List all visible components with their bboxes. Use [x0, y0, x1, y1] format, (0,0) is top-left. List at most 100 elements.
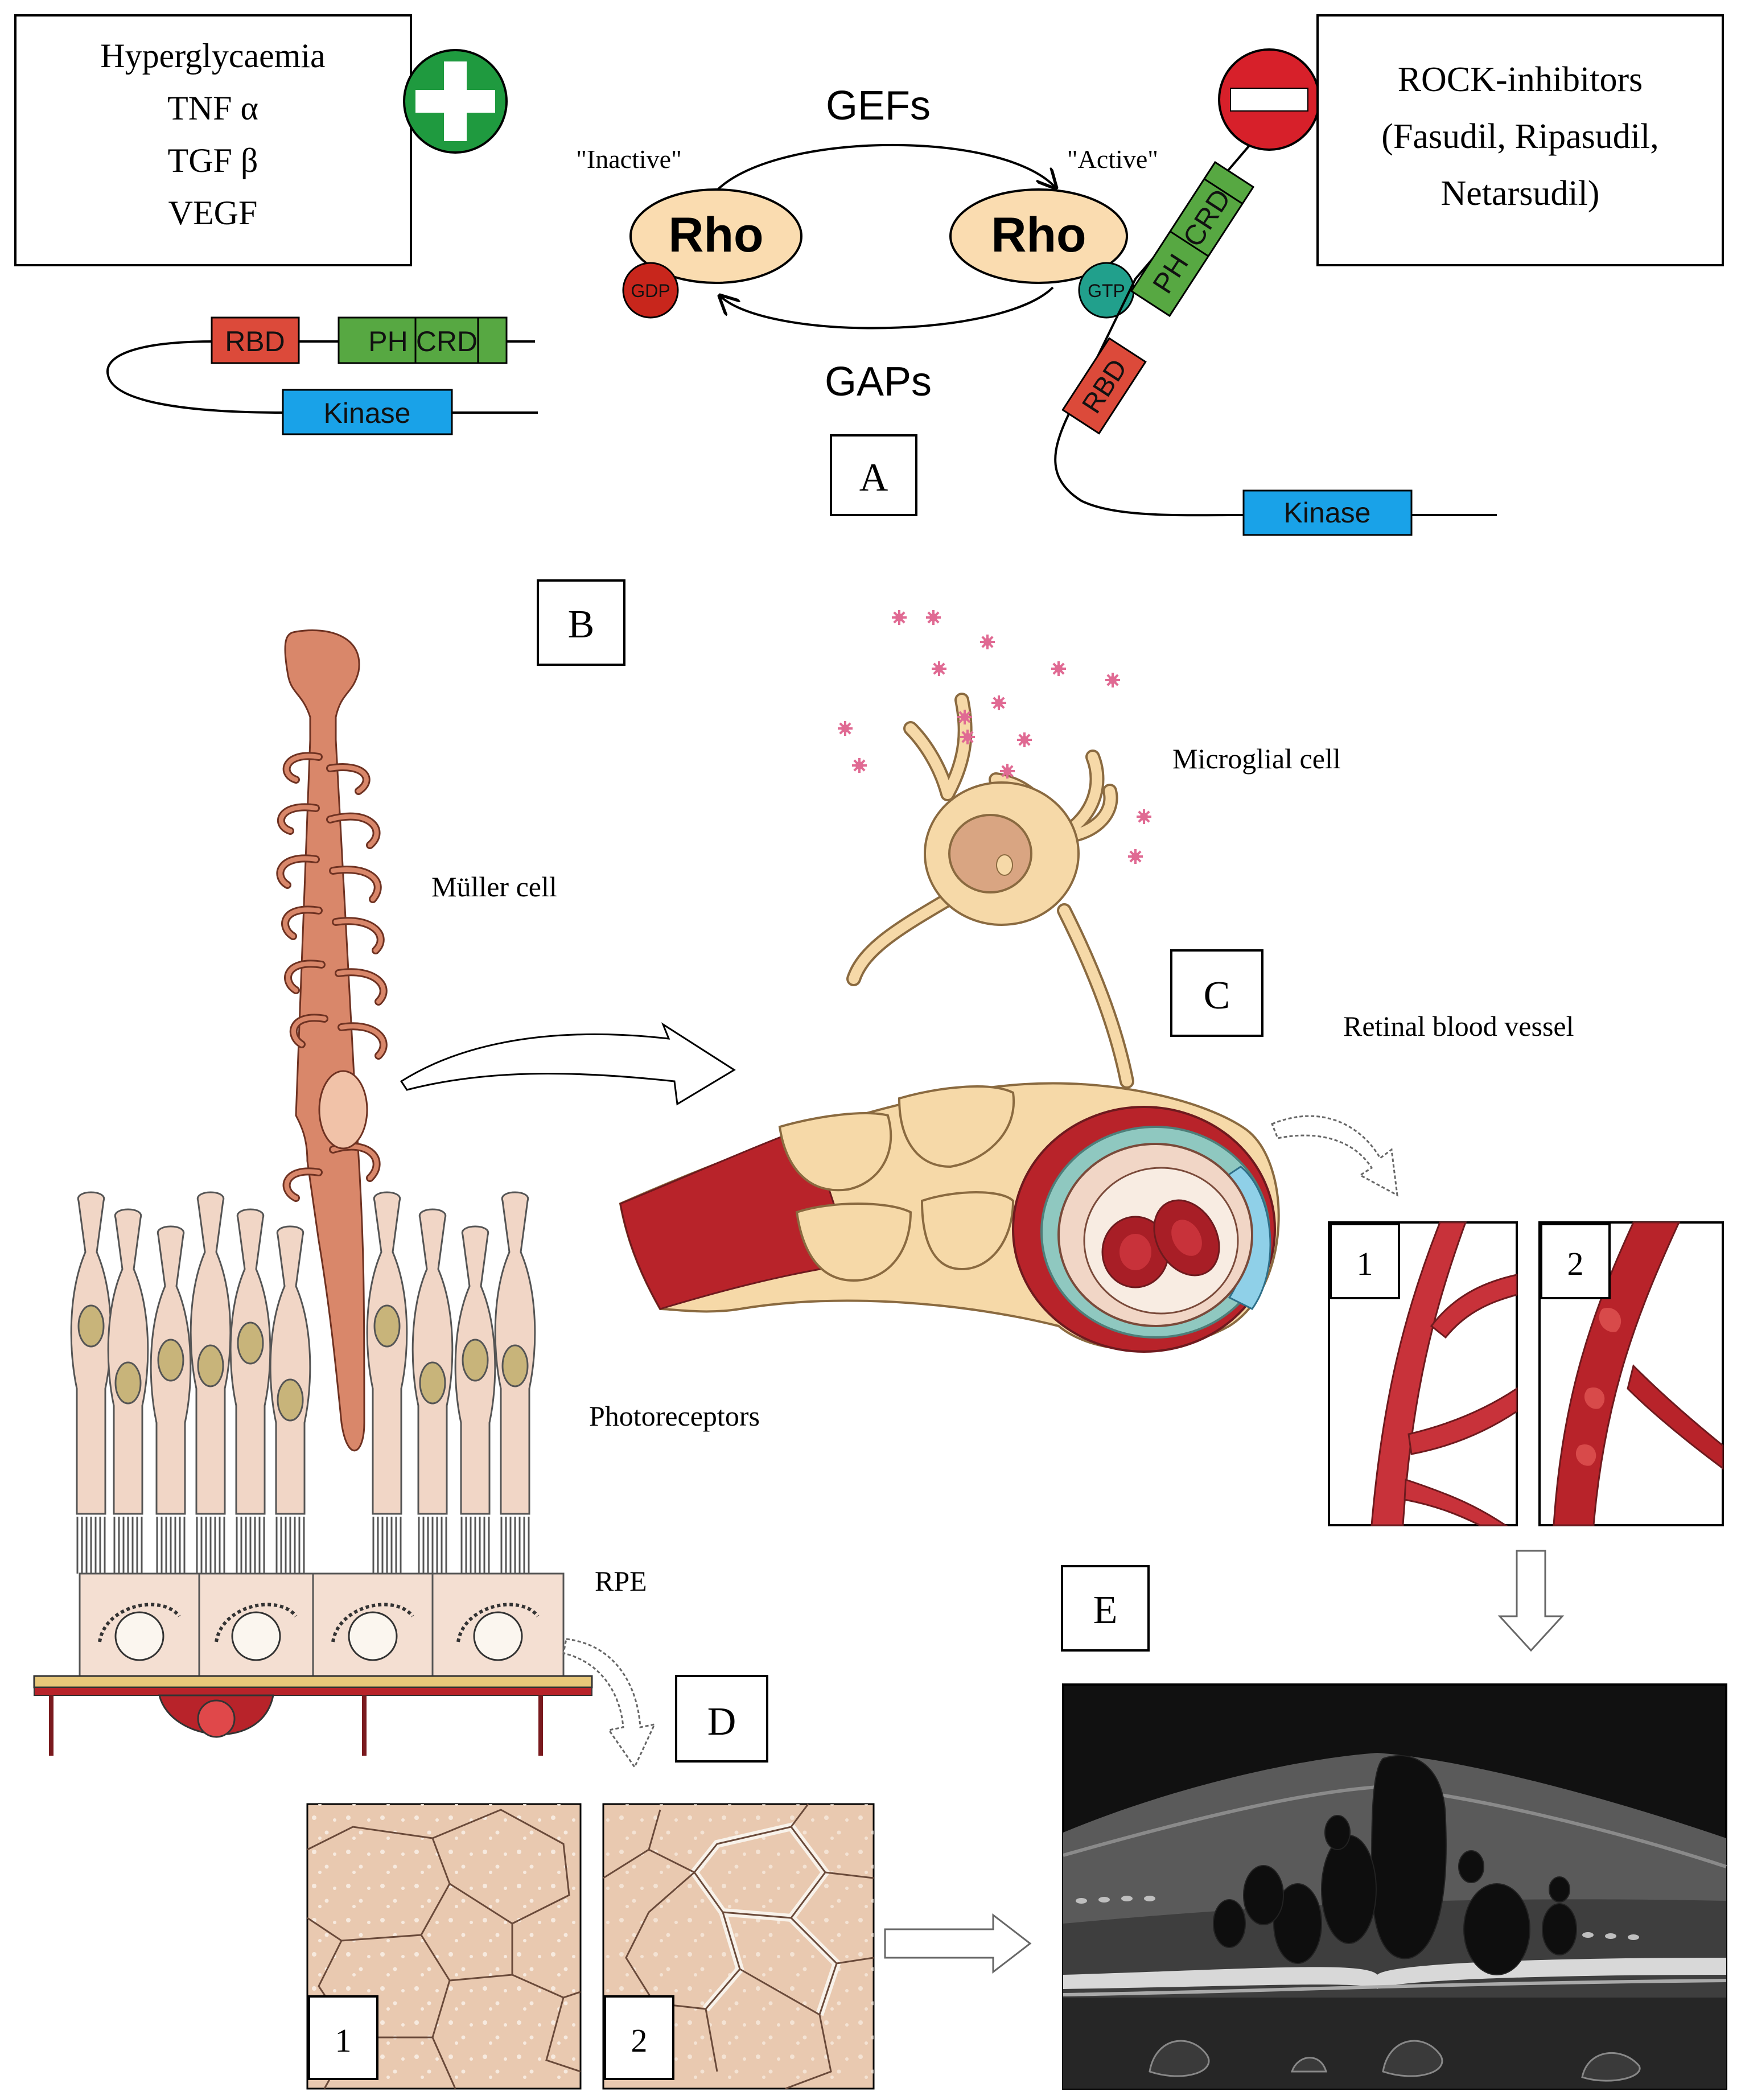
photoreceptor-cell	[411, 1208, 454, 1574]
rock-inactive-structure: RBD PH CRD Kinase	[106, 316, 538, 435]
muller-cell-label: Müller cell	[431, 871, 557, 903]
rpe-inset-1-label: 1	[335, 2022, 352, 2059]
muller-nucleus	[318, 1070, 368, 1150]
cytokine-particle	[1137, 809, 1151, 824]
arrow-rpe-to-d	[562, 1638, 656, 1769]
cytokine-particle	[852, 758, 867, 773]
svg-text:B: B	[568, 603, 595, 647]
rpe-inset-1: 1	[306, 1803, 582, 2090]
inhibitor-line-1: ROCK-inhibitors	[1398, 60, 1643, 99]
rho-active-label: Rho	[991, 208, 1086, 262]
inhibitor-line-2: (Fasudil, Ripasudil,	[1381, 117, 1658, 156]
crd-label-inactive: CRD	[416, 326, 478, 357]
photoreceptor-cell	[366, 1191, 408, 1574]
oct-choroid-vessels	[1149, 2040, 1641, 2082]
active-label: "Active"	[1067, 145, 1158, 174]
rho-inactive	[629, 188, 802, 284]
gefs-label: GEFs	[826, 83, 931, 129]
microglia-nucleus	[948, 814, 1032, 893]
cytokine-particle	[1105, 673, 1120, 687]
microglial-cell-label: Microglial cell	[1172, 743, 1341, 775]
kinase-label-inactive: Kinase	[324, 397, 411, 429]
rbd-label-inactive: RBD	[225, 326, 285, 357]
photoreceptor-cell	[229, 1208, 271, 1574]
photoreceptor-cell	[269, 1225, 311, 1574]
gdp-badge	[622, 262, 679, 319]
gtp-label: GTP	[1088, 281, 1125, 301]
svg-text:C: C	[1204, 974, 1230, 1018]
rho-active	[949, 188, 1128, 284]
panel-label-d: D	[675, 1675, 768, 1763]
rpe-layer	[33, 1572, 593, 1756]
vessel-inset-2: 2	[1538, 1221, 1724, 1526]
photoreceptor-cell	[150, 1225, 192, 1574]
oct-exudates	[1076, 1896, 1639, 1940]
microglial-cell	[846, 693, 1134, 1089]
panel-label-e: E	[1061, 1565, 1150, 1652]
svg-text:A: A	[859, 456, 888, 500]
stimuli-box: Hyperglycaemia TNF α TGF β VEGF	[14, 14, 412, 266]
cytokine-particle	[991, 695, 1006, 710]
photoreceptor-cell	[70, 1191, 112, 1574]
stimulus-hyperglycaemia: Hyperglycaemia	[100, 37, 325, 75]
cytokine-particle	[1000, 764, 1015, 779]
rpe-cell-nucleus	[215, 1603, 298, 1661]
photoreceptor-cell	[107, 1208, 149, 1574]
rho-cycle: GEFs GAPs "Inactive" "Active" Rho GDP Rh…	[576, 83, 1158, 405]
cytokine-particle	[957, 710, 972, 724]
rpe-label: RPE	[595, 1565, 647, 1597]
photoreceptor-cell	[190, 1191, 232, 1574]
kinase-domain-inactive	[282, 389, 453, 435]
vessel-inset-1-label: 1	[1357, 1245, 1373, 1282]
rpe-inset-2: 2	[602, 1803, 875, 2090]
vessel-inset-1: 1	[1328, 1221, 1518, 1526]
arrow-b-to-c	[400, 1022, 736, 1106]
plus-icon	[403, 49, 508, 154]
cytokine-particle	[838, 721, 853, 736]
rpe-cell-nucleus	[98, 1603, 181, 1661]
panel-label-a: A	[830, 434, 917, 516]
cytokine-particles	[838, 610, 1151, 864]
inactive-label: "Inactive"	[576, 145, 682, 174]
oct-cysts	[1213, 1755, 1577, 1975]
arrow-d-to-e	[884, 1913, 1032, 1974]
minus-icon	[1218, 48, 1320, 151]
oct-scan	[1062, 1683, 1727, 2090]
rpe-cell-nucleus	[331, 1603, 414, 1661]
stimulus-tgf: TGF β	[168, 142, 258, 179]
rpe-inset-2-label: 2	[631, 2022, 648, 2059]
rbd-domain-active	[1061, 337, 1147, 435]
gaps-label: GAPs	[825, 359, 932, 405]
cytokine-particle	[932, 661, 946, 676]
cytokine-particle	[1017, 732, 1032, 747]
cytokine-particle	[1128, 849, 1143, 864]
stimulus-vegf: VEGF	[168, 194, 258, 232]
cytokine-particle	[960, 730, 975, 744]
inhibitor-line-3: Netarsudil)	[1441, 174, 1600, 213]
panel-label-c: C	[1170, 949, 1263, 1037]
kinase-label-active: Kinase	[1284, 497, 1371, 529]
rbd-domain-inactive	[211, 316, 300, 364]
arrow-vessel-to-insets	[1271, 1115, 1398, 1197]
cytokine-particle	[892, 610, 907, 625]
panel-label-b: B	[537, 579, 625, 666]
gdp-label: GDP	[631, 281, 670, 301]
photoreceptors-label: Photoreceptors	[589, 1400, 760, 1432]
inhibitors-box: ROCK-inhibitors (Fasudil, Ripasudil, Net…	[1316, 14, 1724, 266]
stimulus-tnf: TNF α	[167, 89, 258, 127]
photoreceptor-cell	[494, 1191, 536, 1574]
retinal-blood-vessel	[619, 1082, 1280, 1353]
photoreceptors	[70, 1191, 536, 1574]
arrow-insets-to-e	[1497, 1550, 1565, 1652]
vessel-inset-2-label: 2	[1567, 1245, 1584, 1282]
rho-inactive-label: Rho	[668, 208, 763, 262]
kinase-domain-active	[1242, 489, 1413, 536]
rpe-cell-nucleus	[456, 1603, 540, 1661]
photoreceptor-cell	[454, 1225, 496, 1574]
svg-text:D: D	[707, 1700, 736, 1744]
muller-cell	[276, 629, 388, 1452]
ph-crd-domain-active	[1130, 160, 1255, 318]
cytokine-particle	[980, 635, 995, 649]
ph-label-inactive: PH	[368, 326, 408, 357]
